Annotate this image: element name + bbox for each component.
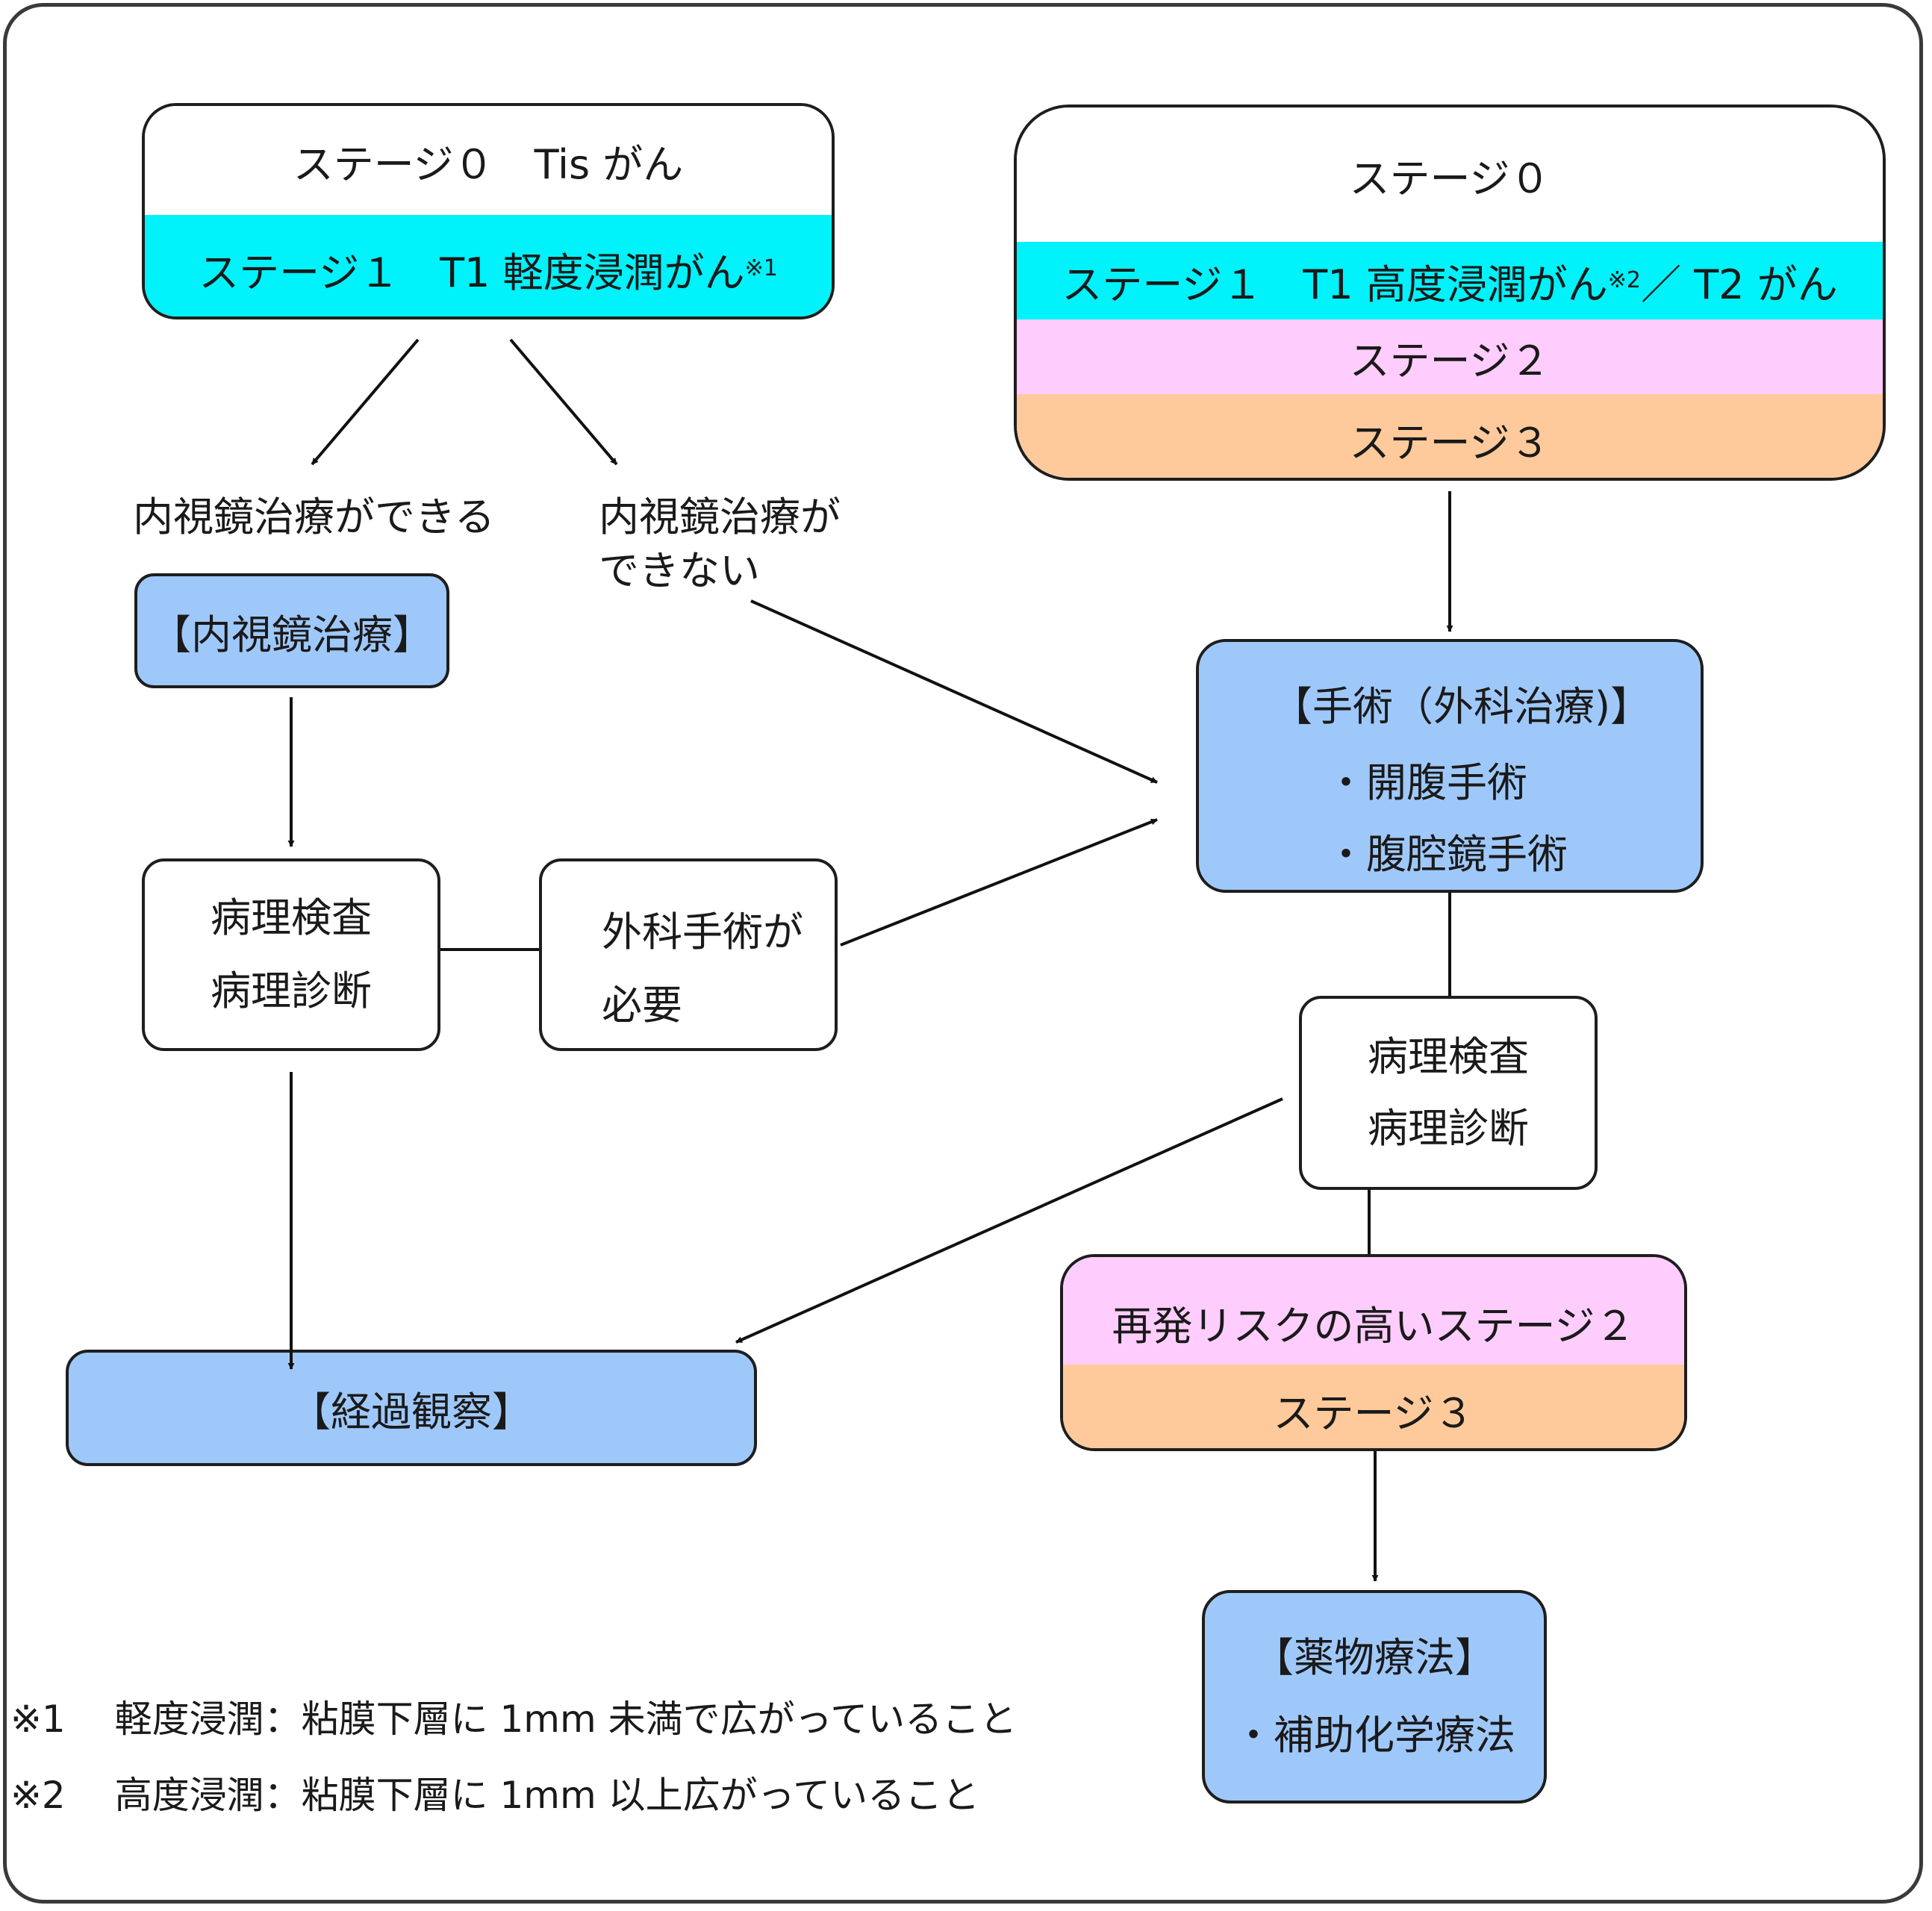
stage0-tis-label: ステージ０ Tis がん	[293, 140, 684, 188]
surgery-box: 【手術（外科治療)】 ・開腹手術 ・腹腔鏡手術	[1196, 639, 1704, 893]
stage1-advanced-label: ステージ１ T1 高度浸潤がん	[1062, 261, 1608, 308]
surgery-needed-box: 外科手術が 必要	[539, 858, 838, 1051]
endoscopy-impossible-label-line2: できない	[599, 547, 760, 594]
stage1-mild-row: ステージ１ T1 軽度浸潤がん※1	[145, 215, 832, 317]
stage3-row: ステージ３	[1017, 394, 1883, 478]
arrow-pathology-to-observation-right	[735, 1097, 1283, 1344]
risk-stage-box: 再発リスクの高いステージ２ ステージ３	[1060, 1254, 1687, 1451]
stage0-label: ステージ０	[1349, 155, 1551, 202]
surgery-needed-line2: 必要	[602, 982, 682, 1029]
endoscopy-impossible-label-line1: 内視鏡治療が	[599, 493, 841, 540]
surgery-title: 【手術（外科治療)】	[1272, 683, 1651, 730]
surgery-needed-line1: 外科手術が	[602, 908, 803, 956]
observation-title: 【経過観察】	[290, 1388, 532, 1435]
high-risk-stage2-label: 再発リスクの高いステージ２	[1112, 1302, 1636, 1350]
arrow-to-endoscopy-possible	[311, 338, 420, 466]
stage1-t2-label: ／ T2 がん	[1641, 261, 1838, 308]
endoscopy-possible-label: 内視鏡治療ができる	[133, 493, 495, 540]
chemotherapy-item-adjuvant: ・補助化学療法	[1233, 1712, 1515, 1759]
surgery-item-open: ・開腹手術	[1326, 759, 1527, 806]
chemotherapy-title: 【薬物療法】	[1253, 1634, 1495, 1681]
stage2-label: ステージ２	[1349, 337, 1551, 384]
risk-stage3-row: ステージ３	[1063, 1365, 1684, 1448]
chemotherapy-box: 【薬物療法】 ・補助化学療法	[1202, 1590, 1547, 1804]
stage1-mild-label: ステージ１ T1 軽度浸潤がん	[199, 249, 745, 296]
endoscopic-treatment-box: 【内視鏡治療】	[134, 573, 449, 688]
arrow-surgery-needed-to-surgery	[840, 818, 1158, 947]
stage0-row: ステージ０	[1017, 107, 1883, 242]
stage-box-right: ステージ０ ステージ１ T1 高度浸潤がん※2／ T2 がん ステージ２ ステー…	[1014, 105, 1886, 481]
footnote-2: ※2 高度浸潤：粘膜下層に 1mm 以上広がっていること	[10, 1774, 980, 1817]
pathology-exam-right: 病理検査	[1368, 1033, 1529, 1080]
endoscopic-treatment-title: 【内視鏡治療】	[151, 611, 433, 658]
stage0-tis-row: ステージ０ Tis がん	[145, 106, 832, 215]
arrow-endoscopy-impossible-to-surgery	[750, 599, 1158, 784]
high-risk-stage2-row: 再発リスクの高いステージ２	[1063, 1257, 1684, 1365]
footnote-1: ※1 軽度浸潤：粘膜下層に 1mm 未満で広がっていること	[10, 1698, 1018, 1741]
pathology-box-left: 病理検査 病理診断	[142, 858, 440, 1051]
stage-box-left: ステージ０ Tis がん ステージ１ T1 軽度浸潤がん※1	[142, 103, 835, 319]
stage1-advanced-row: ステージ１ T1 高度浸潤がん※2／ T2 がん	[1017, 242, 1883, 319]
risk-stage3-label: ステージ３	[1273, 1389, 1474, 1437]
observation-box: 【経過観察】	[66, 1350, 757, 1466]
stage3-label: ステージ３	[1349, 419, 1551, 467]
pathology-diagnosis-left: 病理診断	[211, 967, 372, 1014]
surgery-item-laparoscopic: ・腹腔鏡手術	[1326, 831, 1568, 878]
pathology-diagnosis-right: 病理診断	[1368, 1105, 1529, 1152]
pathology-box-right: 病理検査 病理診断	[1299, 996, 1598, 1190]
pathology-exam-left: 病理検査	[211, 894, 372, 941]
stage2-row: ステージ２	[1017, 319, 1883, 394]
diagram-frame	[3, 3, 1923, 1904]
arrow-to-endoscopy-impossible	[509, 338, 618, 466]
